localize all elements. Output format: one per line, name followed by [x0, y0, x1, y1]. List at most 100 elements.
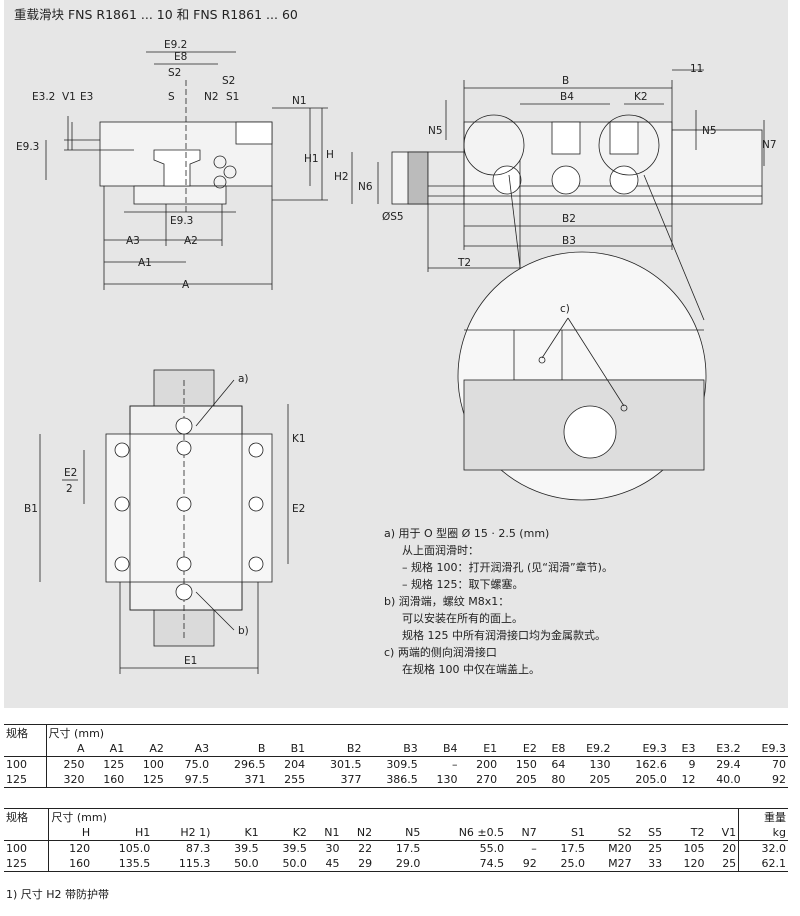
value-cell: 30 — [325, 842, 340, 855]
column-header: H1 — [92, 825, 153, 841]
weight-unit: kg — [738, 825, 788, 841]
label-a3: A3 — [126, 235, 140, 247]
value-cell: 92 — [742, 772, 788, 788]
label-e2: E2 — [292, 503, 305, 515]
note-line: b) 润滑端，螺纹 M8x1： — [384, 595, 510, 608]
note-line: a) 用于 O 型圈 Ø 15 · 2.5 (mm) — [384, 527, 550, 540]
value-cell: 97.5 — [165, 772, 212, 788]
column-header: H — [48, 825, 93, 841]
value-cell: 320 — [45, 772, 87, 788]
column-header: B4 — [419, 741, 460, 757]
column-header: S1 — [538, 825, 587, 841]
column-header: B1 — [267, 741, 308, 757]
label-h1: H1 — [304, 153, 319, 165]
size-cell: 100 — [6, 758, 27, 771]
value-cell: 25 — [706, 856, 739, 872]
value-cell: 22 — [358, 842, 373, 855]
value-cell: 386.5 — [363, 772, 420, 788]
label-b3: B3 — [562, 235, 576, 247]
size-header: 规格 — [4, 724, 47, 741]
label-a-note: a) — [238, 373, 249, 385]
page-title: 重载滑块 FNS R1861 ... 10 和 FNS R1861 ... 60 — [14, 7, 298, 22]
column-header: N5 — [374, 825, 423, 841]
label-s2a: S2 — [168, 67, 181, 79]
label-n5b: N5 — [702, 125, 717, 137]
value-cell: 25 — [648, 842, 663, 855]
label-e93: E9.3 — [16, 141, 39, 153]
label-e2-half-top: E2 — [64, 467, 77, 479]
column-header: H2 1) — [152, 825, 213, 841]
label-v1: V1 — [62, 91, 76, 103]
value-cell: 50.0 — [260, 856, 309, 872]
value-cell: 25.0 — [538, 856, 587, 872]
column-header: E9.2 — [567, 741, 613, 757]
column-header: S2 — [587, 825, 634, 841]
label-b: B — [562, 75, 569, 87]
blank-cell — [4, 741, 47, 757]
label-b-note: b) — [238, 625, 249, 637]
footnote: 1) 尺寸 H2 带防护带 — [6, 888, 110, 901]
column-header: S5 — [633, 825, 665, 841]
label-b4: B4 — [560, 91, 574, 103]
value-cell: 92 — [506, 856, 539, 872]
value-cell: 80 — [538, 772, 568, 788]
size-cell: 100 — [6, 842, 27, 855]
value-cell: 100 — [142, 758, 164, 771]
value-cell: 205 — [499, 772, 539, 788]
label-s2b: S2 — [222, 75, 235, 87]
note-line: 从上面润滑时： — [402, 544, 479, 557]
dimension-header: 尺寸 (mm) — [48, 808, 739, 825]
value-cell: 29.4 — [716, 758, 741, 771]
column-header: A1 — [86, 741, 127, 757]
size-header: 规格 — [4, 808, 49, 825]
label-s5: ØS5 — [382, 211, 404, 223]
value-cell: 64 — [551, 758, 566, 771]
side-view — [351, 69, 765, 321]
label-n1: N1 — [292, 95, 307, 107]
value-cell: 29.0 — [374, 856, 423, 872]
note-line: 规格 125 中所有润滑接口均为金属款式。 — [402, 629, 606, 642]
note-line: 可以安装在所有的面上。 — [402, 612, 523, 625]
detail-view — [457, 251, 707, 501]
label-k1: K1 — [292, 433, 306, 445]
label-n2: N2 — [204, 91, 219, 103]
value-cell: 255 — [267, 772, 308, 788]
column-header: K2 — [260, 825, 309, 841]
column-header: B — [211, 741, 268, 757]
front-view — [45, 51, 328, 290]
value-cell: 105.0 — [118, 842, 151, 855]
value-cell: 39.5 — [282, 842, 307, 855]
technical-drawing: E9.2 E8 S2 S N2 S1 S2 N1 E3.2 V1 E3 E9.3… — [16, 39, 777, 674]
value-cell: – — [451, 758, 458, 771]
column-header: B2 — [307, 741, 364, 757]
column-header: K1 — [212, 825, 261, 841]
value-cell: 33 — [633, 856, 665, 872]
label-s1: S1 — [226, 91, 239, 103]
value-cell: 39.5 — [234, 842, 259, 855]
note-line: c) 两端的侧向润滑接口 — [384, 646, 497, 659]
value-cell: 105 — [683, 842, 705, 855]
value-cell: 377 — [307, 772, 364, 788]
value-cell: 45 — [308, 856, 342, 872]
value-cell: 296.5 — [233, 758, 266, 771]
value-cell: 200 — [476, 758, 498, 771]
value-cell: 130 — [589, 758, 611, 771]
value-cell: 50.0 — [212, 856, 261, 872]
label-e2-half-bot: 2 — [66, 483, 73, 495]
top-view — [39, 369, 289, 674]
value-cell: M20 — [608, 842, 632, 855]
column-header: E3.2 — [697, 741, 743, 757]
label-h2: H2 — [334, 171, 349, 183]
column-header: V1 — [706, 825, 739, 841]
label-e93-bottom: E9.3 — [170, 215, 193, 227]
value-cell: 120 — [48, 840, 93, 856]
value-cell: 87.3 — [185, 842, 211, 855]
value-cell: 162.6 — [635, 758, 667, 771]
column-header: A2 — [126, 741, 166, 757]
label-e8: E8 — [174, 51, 187, 63]
label-b1: B1 — [24, 503, 38, 515]
value-cell: 250 — [45, 756, 87, 772]
